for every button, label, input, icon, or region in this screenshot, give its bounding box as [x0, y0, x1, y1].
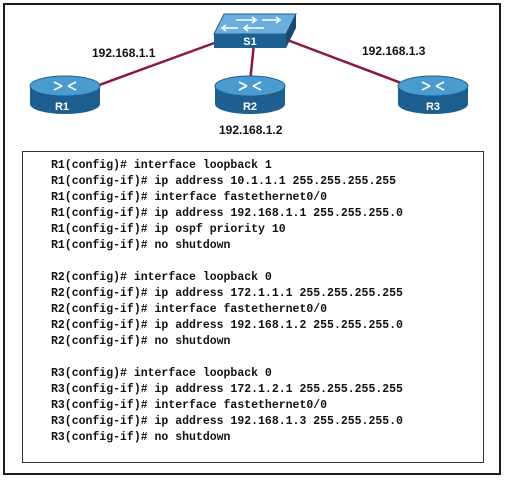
cli-line: R1(config)# interface loopback 1	[51, 159, 272, 172]
cli-line: R2(config-if)# ip address 172.1.1.1 255.…	[51, 287, 403, 300]
cli-line: R3(config)# interface loopback 0	[51, 367, 272, 380]
router-label: R2	[243, 101, 257, 113]
cli-line: R1(config-if)# ip ospf priority 10	[51, 223, 286, 236]
router-label: R3	[426, 101, 440, 113]
cli-line: R2(config-if)# no shutdown	[51, 335, 231, 348]
config-block-r1: R1(config)# interface loopback 1 R1(conf…	[51, 158, 403, 254]
cli-line: R2(config-if)# interface fastethernet0/0	[51, 303, 328, 316]
cli-line: R1(config-if)# no shutdown	[51, 239, 231, 252]
cli-line: R1(config-if)# interface fastethernet0/0	[51, 191, 328, 204]
cli-line: R3(config-if)# ip address 192.168.1.3 25…	[51, 415, 403, 428]
router-r2-icon: R2	[214, 75, 286, 114]
r3-ip-label: 192.168.1.3	[362, 44, 426, 58]
config-listing: R1(config)# interface loopback 1 R1(conf…	[22, 151, 484, 463]
router-r3-icon: R3	[397, 75, 469, 114]
link-s1-r1	[79, 36, 229, 94]
cli-line: R2(config)# interface loopback 0	[51, 271, 272, 284]
cli-line: R3(config-if)# interface fastethernet0/0	[51, 399, 328, 412]
cli-line: R1(config-if)# ip address 10.1.1.1 255.2…	[51, 175, 397, 188]
network-topology: S1 R1 R2 R3	[29, 13, 469, 114]
cli-line: R1(config-if)# ip address 192.168.1.1 25…	[51, 207, 403, 220]
switch-s1-icon: S1	[213, 13, 297, 48]
cli-line: R3(config-if)# no shutdown	[51, 431, 231, 444]
router-label: R1	[55, 101, 69, 113]
r1-ip-label: 192.168.1.1	[92, 46, 156, 60]
cli-line: R3(config-if)# ip address 172.1.2.1 255.…	[51, 383, 403, 396]
config-block-r3: R3(config)# interface loopback 0 R3(conf…	[51, 366, 403, 446]
cli-line: R2(config-if)# ip address 192.168.1.2 25…	[51, 319, 403, 332]
switch-label: S1	[243, 36, 256, 48]
r2-ip-label: 192.168.1.2	[219, 123, 283, 137]
config-block-r2: R2(config)# interface loopback 0 R2(conf…	[51, 270, 403, 350]
router-r1-icon: R1	[29, 75, 101, 114]
